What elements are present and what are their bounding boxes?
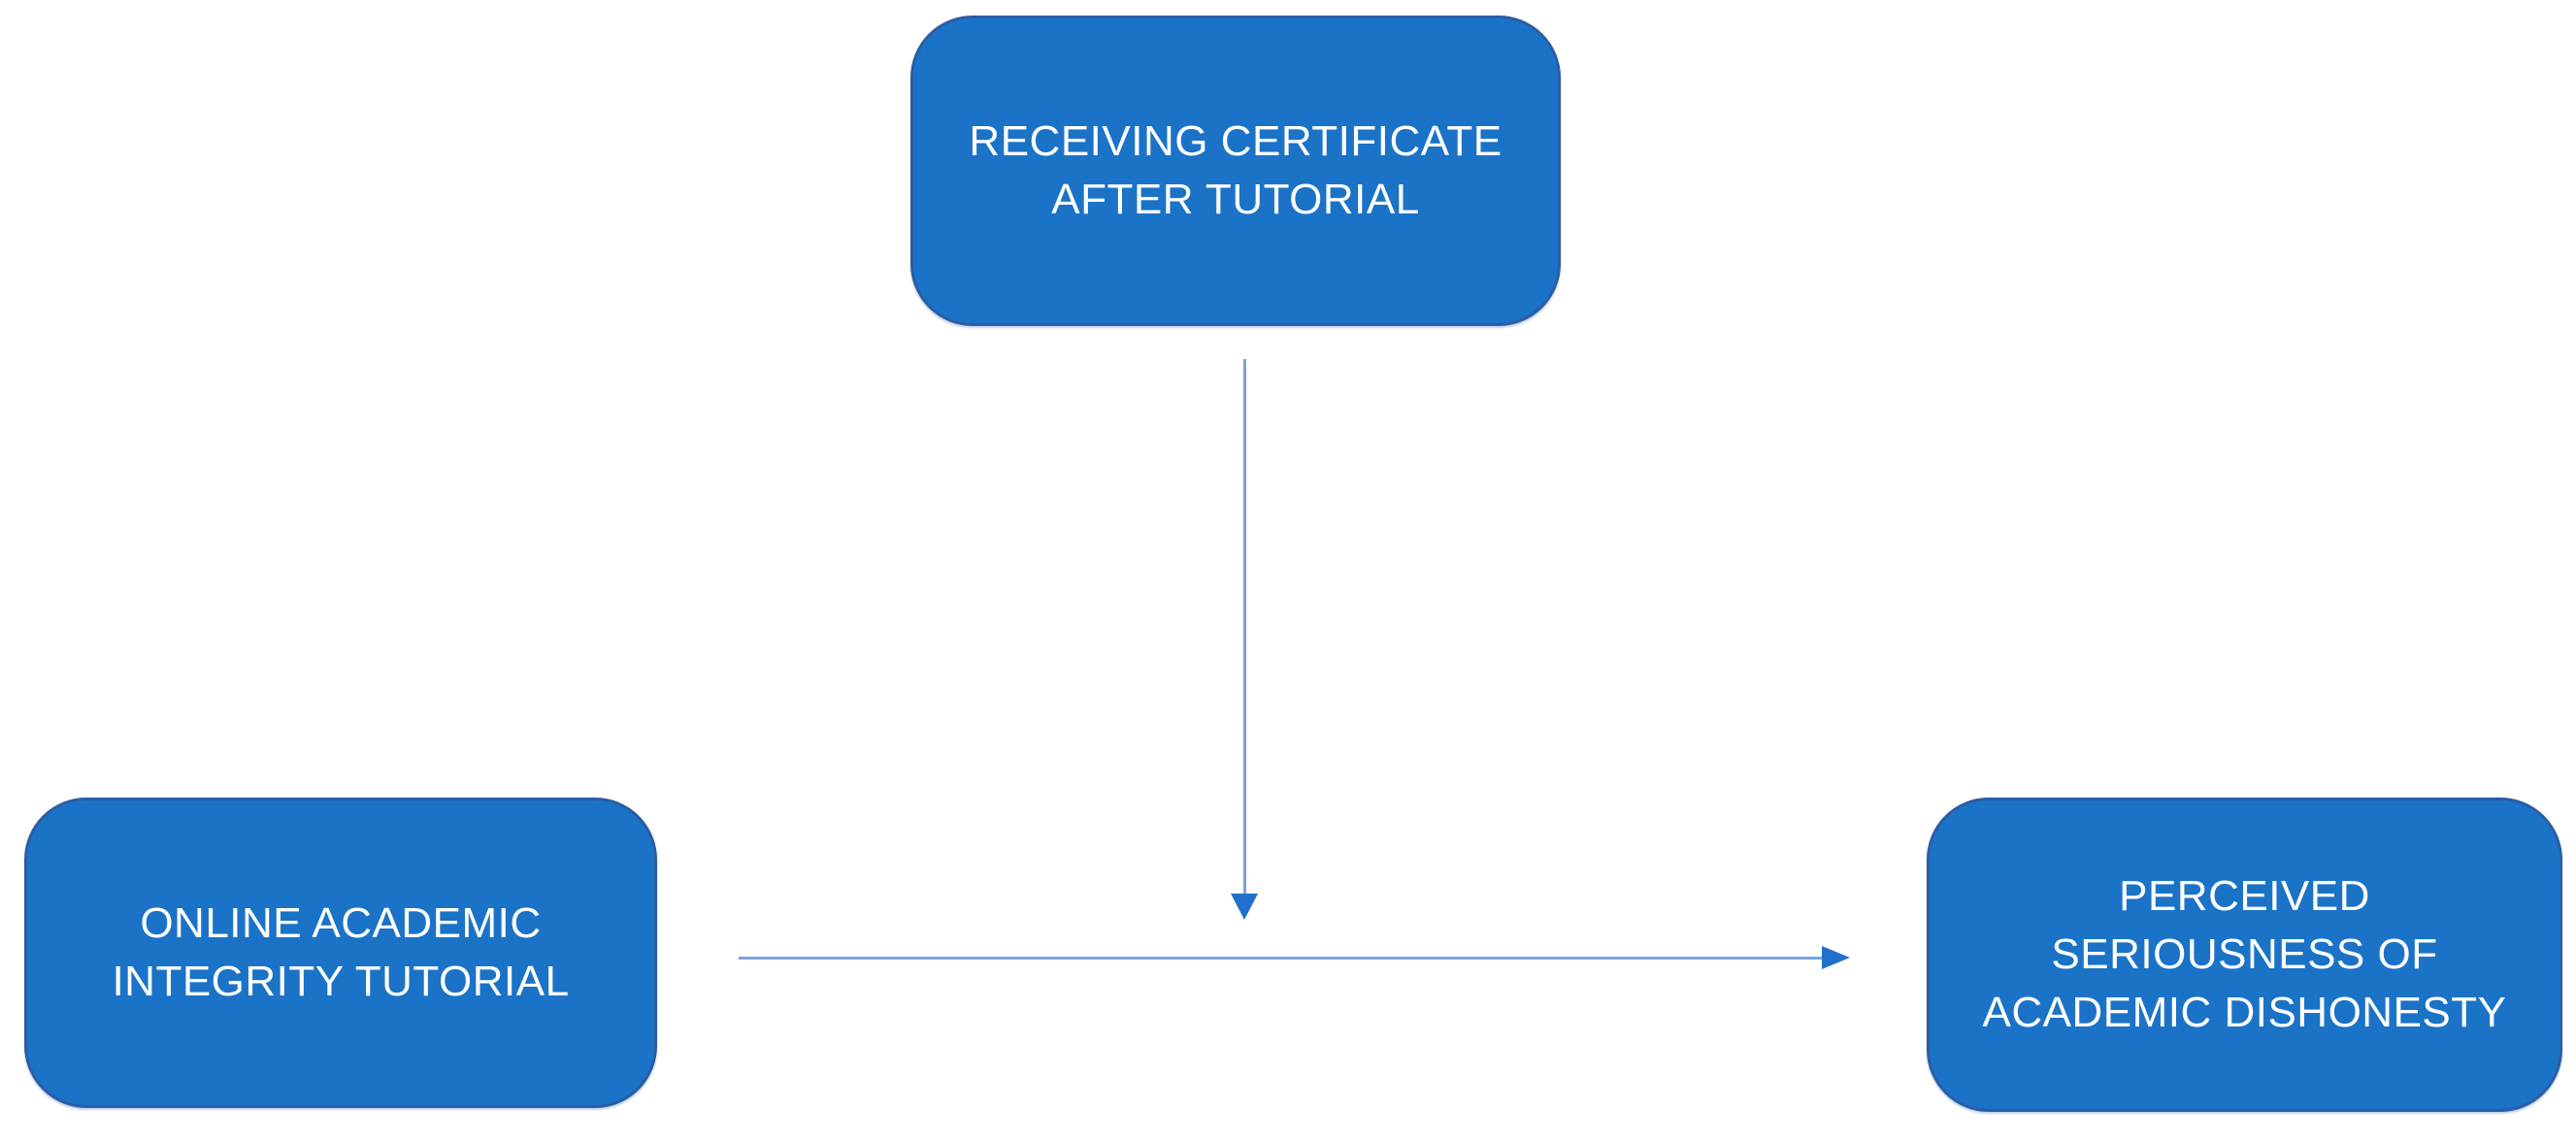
arrow-right-icon — [1822, 946, 1850, 969]
node-perceived-seriousness: PERCEIVED SERIOUSNESS OF ACADEMIC DISHON… — [1927, 798, 2562, 1112]
iv-to-dv-arrow-line — [739, 957, 1822, 960]
node-label-line: SERIOUSNESS OF — [2051, 930, 2438, 978]
arrow-down-icon — [1231, 894, 1258, 920]
moderator-arrow-line — [1243, 359, 1246, 895]
node-label-line: AFTER TUTORIAL — [1051, 176, 1420, 223]
node-label-line: ONLINE ACADEMIC — [140, 899, 542, 947]
node-label-line: ACADEMIC DISHONESTY — [1982, 989, 2507, 1036]
node-label-line: PERCEIVED — [2119, 872, 2370, 920]
node-label-line: INTEGRITY TUTORIAL — [112, 958, 570, 1005]
node-label-line: RECEIVING CERTIFICATE — [969, 117, 1503, 165]
node-online-academic-integrity-tutorial: ONLINE ACADEMIC INTEGRITY TUTORIAL — [24, 798, 657, 1108]
node-receiving-certificate: RECEIVING CERTIFICATE AFTER TUTORIAL — [910, 16, 1561, 326]
